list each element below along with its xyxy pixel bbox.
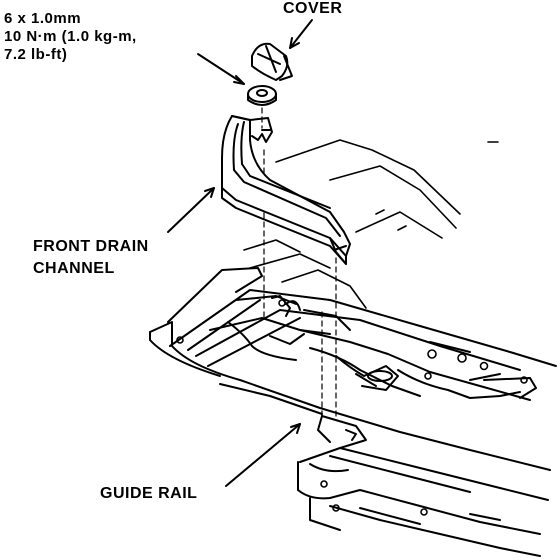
cover-part [251,42,293,81]
guide-rail-part [297,415,549,557]
cover-label: COVER [283,0,343,17]
leader-lines [167,19,313,487]
roof-panel-part [243,139,499,309]
front-drain-channel-part [221,115,351,265]
fastener-holes [176,299,528,384]
nut-part [247,85,277,106]
spec-line-3: 7.2 lb-ft) [4,46,68,63]
spec-line-2: 10 N·m (1.0 kg-m, [4,28,137,45]
spec-line-1: 6 x 1.0mm [4,10,82,27]
drain-line-1: FRONT DRAIN [33,238,149,255]
fastener-spec-label: 6 x 1.0mm 10 N·m (1.0 kg-m, 7.2 lb-ft) [4,10,137,64]
guide-rail-label: GUIDE RAIL [100,485,198,502]
frame-assembly [149,267,557,471]
front-drain-channel-label: FRONT DRAIN CHANNEL [33,236,149,280]
drain-line-2: CHANNEL [33,260,115,277]
